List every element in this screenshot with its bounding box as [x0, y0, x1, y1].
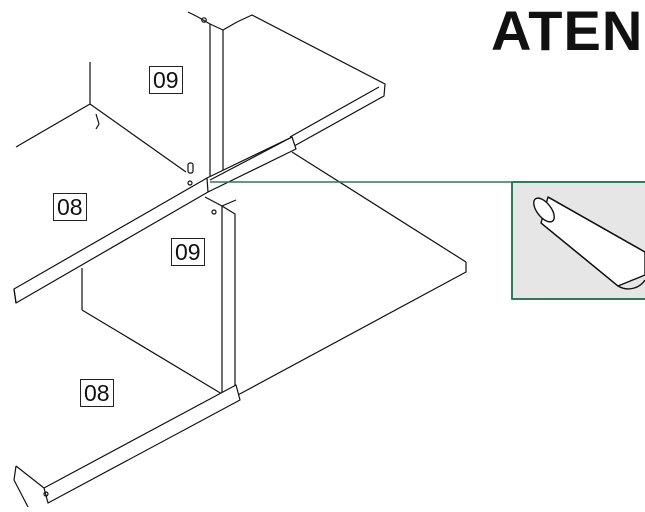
- part-label-09-lower: 09: [171, 238, 205, 266]
- upper-side-panel: [187, 11, 238, 186]
- lower-side-panel: [204, 196, 237, 395]
- lower-back-panel: [81, 268, 223, 395]
- back-wall-lines: [15, 62, 187, 173]
- part-label-08-lower: 08: [80, 379, 114, 407]
- middle-shelf-board: [13, 136, 297, 304]
- bottom-shelf-board: [13, 384, 241, 508]
- part-label-08-upper: 08: [53, 193, 87, 221]
- heading-title: ATEN: [491, 0, 644, 62]
- part-label-09-upper: 09: [149, 66, 183, 94]
- dowel-pin-icon: [533, 196, 645, 290]
- lower-shelf-top: [235, 151, 467, 397]
- callout: [210, 181, 645, 300]
- upper-shelf-board: [236, 14, 386, 151]
